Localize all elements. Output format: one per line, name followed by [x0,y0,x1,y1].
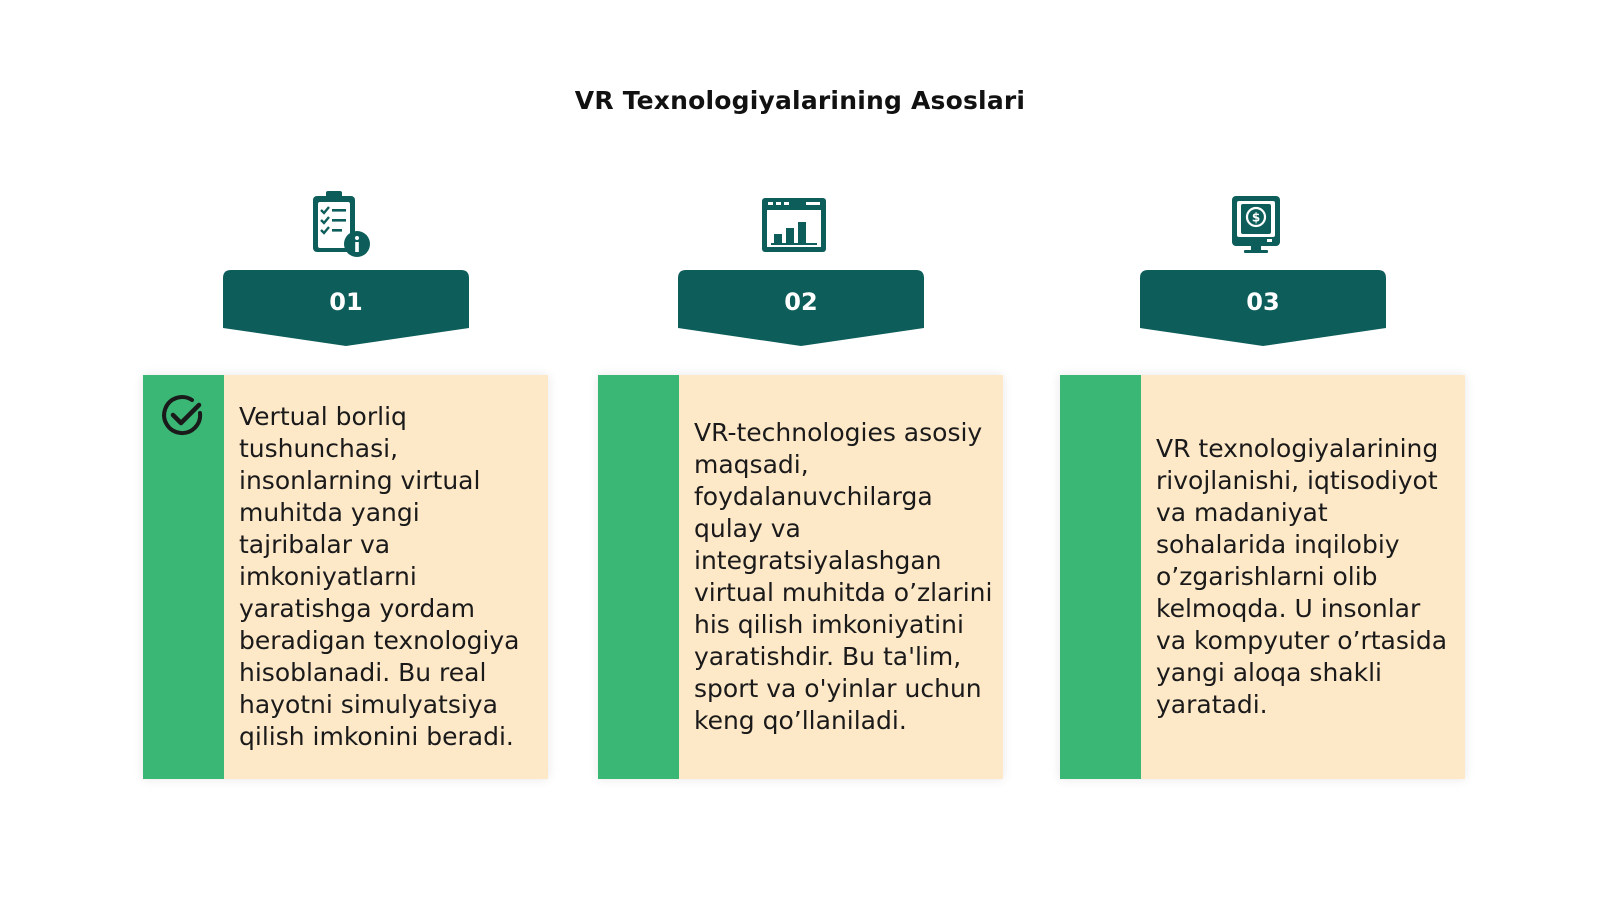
card-accent-bar [143,375,224,779]
step-number: 01 [329,288,363,316]
card-body: Vertual borliq tushunchasi, insonlarning… [224,375,548,779]
step-number: 02 [784,288,818,316]
step-column-1: 01 Vertual borliq tushunchasi, insonlarn… [143,180,551,780]
card-accent-bar [598,375,679,779]
card-body: VR texnologiyalarining rivojlanishi, iqt… [1141,375,1465,779]
browser-bar-chart-icon [758,188,830,260]
clipboard-checklist-info-icon [303,188,375,260]
monitor-dollar-icon: $ [1220,188,1292,260]
step-description: VR-technologies asosiy maqsadi, foydalan… [694,418,993,735]
step-number-tag: 03 [1140,270,1386,352]
step-card: VR-technologies asosiy maqsadi, foydalan… [598,375,1003,779]
step-description: Vertual borliq tushunchasi, insonlarning… [239,402,520,751]
step-description: VR texnologiyalarining rivojlanishi, iqt… [1156,434,1448,719]
step-number: 03 [1246,288,1280,316]
step-card: VR texnologiyalarining rivojlanishi, iqt… [1060,375,1465,779]
step-number-tag: 02 [678,270,924,352]
step-column-2: 02 VR-technologies asosiy maqsadi, foyda… [598,180,1006,780]
card-body: VR-technologies asosiy maqsadi, foydalan… [679,375,1003,779]
step-column-3: $ 03 VR texnologiyalarining rivojlanishi… [1060,180,1468,780]
check-circle-icon [160,393,206,439]
svg-text:$: $ [1252,211,1260,225]
step-number-tag: 01 [223,270,469,352]
card-accent-bar [1060,375,1141,779]
step-card: Vertual borliq tushunchasi, insonlarning… [143,375,548,779]
page-title: VR Texnologiyalarining Asoslari [574,86,1026,115]
